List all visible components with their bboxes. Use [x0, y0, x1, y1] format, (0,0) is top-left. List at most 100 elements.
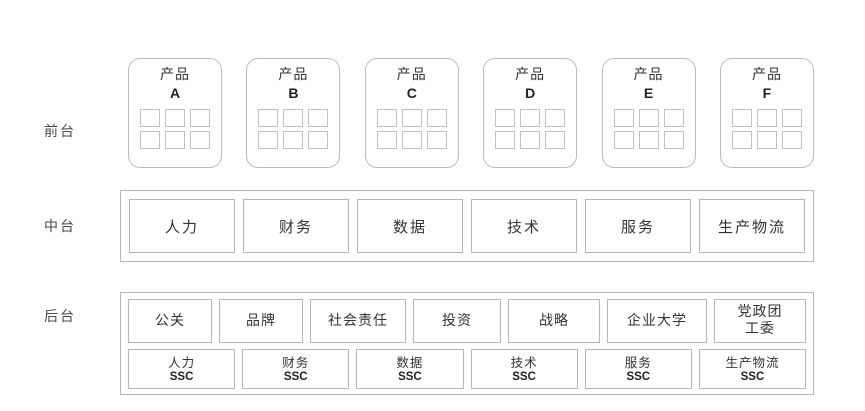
product-feature-tile[interactable]: [258, 131, 279, 149]
product-card-c[interactable]: 产品 C: [364, 58, 459, 168]
product-feature-tile[interactable]: [401, 131, 422, 149]
product-feature-tile[interactable]: [495, 131, 516, 149]
product-feature-tile[interactable]: [376, 109, 397, 127]
product-feature-tile[interactable]: [638, 109, 659, 127]
product-card-d[interactable]: 产品 D: [483, 58, 578, 168]
product-feature-tile[interactable]: [283, 109, 304, 127]
ssc-cell-name: 数据: [396, 354, 424, 370]
product-feature-grid: [731, 109, 802, 149]
product-feature-tile[interactable]: [638, 131, 659, 149]
product-feature-tile[interactable]: [140, 131, 160, 149]
product-feature-tile[interactable]: [663, 131, 684, 149]
product-feature-tile[interactable]: [613, 131, 634, 149]
product-card-letter: B: [288, 85, 299, 101]
product-feature-tile[interactable]: [190, 131, 210, 149]
ssc-cell-name: 生产物流: [725, 354, 780, 370]
product-feature-tile[interactable]: [520, 109, 541, 127]
product-card-b[interactable]: 产品 B: [246, 58, 341, 168]
product-card-title: 产品: [515, 67, 546, 83]
product-card-letter: F: [762, 85, 772, 101]
back-stage-function-cell[interactable]: 品牌: [219, 299, 303, 343]
product-feature-grid: [376, 109, 447, 149]
product-feature-tile[interactable]: [781, 131, 802, 149]
product-feature-tile[interactable]: [140, 109, 160, 127]
product-feature-tile[interactable]: [426, 109, 447, 127]
product-card-letter: C: [406, 85, 417, 101]
middle-stage-cell[interactable]: 财务: [243, 199, 349, 253]
product-feature-grid: [613, 109, 684, 149]
middle-stage-cell[interactable]: 人力: [129, 199, 235, 253]
product-feature-tile[interactable]: [613, 109, 634, 127]
product-card-title: 产品: [396, 67, 427, 83]
product-feature-tile[interactable]: [258, 109, 279, 127]
product-card-title: 产品: [160, 67, 190, 83]
product-feature-tile[interactable]: [756, 109, 777, 127]
back-stage-function-row: 公关品牌社会责任投资战略企业大学党政团 工委: [128, 299, 806, 343]
product-feature-tile[interactable]: [731, 109, 752, 127]
middle-stage-cell[interactable]: 生产物流: [699, 199, 805, 253]
ssc-cell-name: 财务: [282, 354, 310, 370]
product-card-title: 产品: [633, 67, 664, 83]
product-feature-tile[interactable]: [756, 131, 777, 149]
middle-stage-row: 人力财务数据技术服务生产物流: [129, 199, 805, 253]
ssc-cell-tag: SSC: [512, 370, 536, 383]
back-stage-function-cell[interactable]: 公关: [128, 299, 212, 343]
ssc-cell-name: 人力: [168, 354, 196, 370]
product-feature-tile[interactable]: [190, 109, 210, 127]
middle-stage-cell[interactable]: 技术: [471, 199, 577, 253]
product-card-letter: A: [169, 85, 181, 101]
product-feature-tile[interactable]: [376, 131, 397, 149]
ssc-cell-name: 技术: [510, 354, 538, 370]
product-feature-tile[interactable]: [401, 109, 422, 127]
back-stage-function-cell[interactable]: 党政团 工委: [714, 299, 806, 343]
product-feature-tile[interactable]: [545, 131, 566, 149]
product-card-letter: D: [525, 85, 536, 101]
product-feature-tile[interactable]: [663, 109, 684, 127]
ssc-cell-tag: SSC: [169, 370, 194, 383]
ssc-cell-tag: SSC: [398, 370, 422, 383]
product-feature-tile[interactable]: [165, 109, 185, 127]
product-feature-tile[interactable]: [165, 131, 185, 149]
product-feature-grid: [140, 109, 210, 149]
ssc-cell-tag: SSC: [626, 370, 651, 383]
row-label-front-stage: 前台: [44, 124, 76, 140]
product-feature-tile[interactable]: [731, 131, 752, 149]
product-feature-tile[interactable]: [781, 109, 802, 127]
product-feature-grid: [258, 109, 329, 149]
product-feature-grid: [495, 109, 566, 149]
ssc-cell-tag: SSC: [283, 370, 308, 383]
product-feature-tile[interactable]: [495, 109, 516, 127]
row-label-back-stage: 后台: [44, 309, 76, 325]
product-card-a[interactable]: 产品 A: [128, 58, 222, 168]
back-stage-function-cell[interactable]: 社会责任: [310, 299, 406, 343]
back-stage-function-cell[interactable]: 投资: [413, 299, 501, 343]
product-card-title: 产品: [751, 67, 782, 83]
product-feature-tile[interactable]: [520, 131, 541, 149]
row-label-middle-stage: 中台: [44, 219, 76, 235]
product-card-f[interactable]: 产品 F: [719, 58, 814, 168]
middle-stage-container: 人力财务数据技术服务生产物流: [120, 190, 814, 262]
product-feature-tile[interactable]: [283, 131, 304, 149]
middle-stage-cell[interactable]: 数据: [357, 199, 463, 253]
product-feature-tile[interactable]: [545, 109, 566, 127]
product-feature-tile[interactable]: [308, 109, 329, 127]
product-card-title: 产品: [278, 67, 309, 83]
ssc-cell-name: 服务: [624, 354, 652, 370]
ssc-cell-tag: SSC: [740, 370, 765, 383]
back-stage-function-cell[interactable]: 企业大学: [607, 299, 707, 343]
back-stage-function-cell[interactable]: 战略: [508, 299, 600, 343]
middle-stage-cell[interactable]: 服务: [585, 199, 691, 253]
product-feature-tile[interactable]: [426, 131, 447, 149]
product-feature-tile[interactable]: [308, 131, 329, 149]
